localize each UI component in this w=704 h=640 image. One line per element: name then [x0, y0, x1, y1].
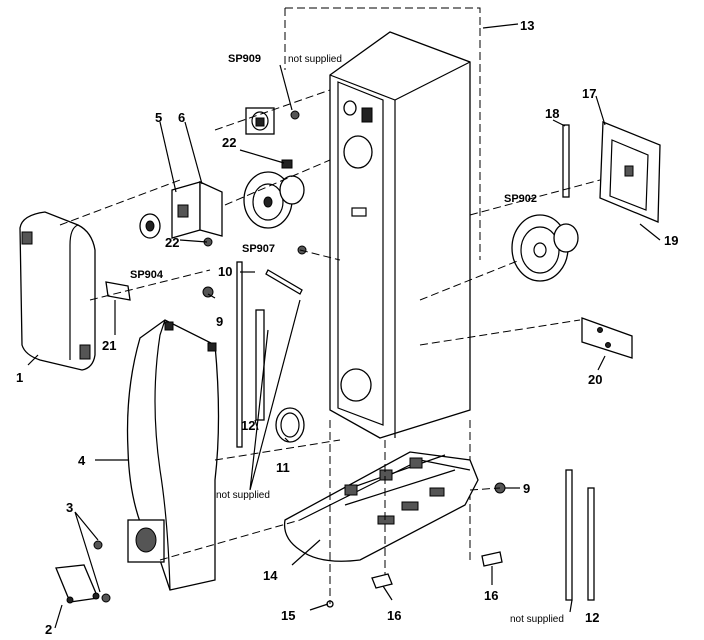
port-ring: [275, 407, 305, 443]
label-20: 20: [588, 372, 602, 387]
label-3: 3: [66, 500, 73, 515]
label-plate: [105, 281, 131, 301]
label-12-bottom: 12: [585, 610, 599, 625]
screw-9a: [202, 286, 214, 298]
label-22-top: 22: [222, 135, 236, 150]
label-5: 5: [155, 110, 162, 125]
label-sp909: SP909: [228, 53, 261, 65]
base-plate: [283, 451, 479, 562]
label-sp907: SP907: [242, 243, 275, 255]
label-9-right: 9: [523, 481, 530, 496]
strip-12-bottom-b: [587, 487, 595, 601]
screw-3a: [93, 540, 103, 550]
label-19: 19: [664, 233, 678, 248]
back-panel: [599, 121, 661, 223]
clip-16b: [481, 551, 503, 567]
note-not-supplied-mid: not supplied: [216, 490, 270, 501]
tweeter-sp904: [139, 213, 161, 239]
woofer-sp902: [511, 214, 579, 282]
label-4: 4: [78, 453, 86, 468]
alignment-lines: [59, 89, 601, 604]
label-2: 2: [45, 622, 52, 637]
midrange-sp907: [243, 171, 305, 229]
note-not-supplied-top: not supplied: [288, 54, 342, 65]
rod-10: [236, 261, 243, 448]
label-21: 21: [102, 338, 116, 353]
label-9-left: 9: [216, 314, 223, 329]
screw-3b: [101, 593, 111, 603]
label-14: 14: [263, 568, 278, 583]
foam-strip: [562, 124, 570, 198]
front-grille: [19, 211, 96, 371]
label-22-bottom: 22: [165, 235, 179, 250]
terminal-plate: [581, 317, 633, 359]
cabinet-group-outline: [285, 7, 481, 560]
tweeter-sp909: [245, 107, 275, 135]
leader-lines: [27, 23, 661, 629]
note-not-supplied-bottom: not supplied: [510, 614, 564, 625]
mounting-bracket: [171, 180, 223, 239]
label-13: 13: [520, 18, 534, 33]
main-cabinet: [329, 31, 471, 439]
label-sp902: SP902: [504, 193, 537, 205]
label-sp904: SP904: [130, 269, 164, 281]
clip-22: [281, 159, 293, 169]
label-6: 6: [178, 110, 185, 125]
foot-block: [55, 564, 100, 604]
side-panel: [126, 319, 220, 591]
label-10: 10: [218, 264, 232, 279]
label-12-mid: 12: [241, 418, 255, 433]
rod-diagonal: [265, 269, 303, 295]
label-16-right: 16: [484, 588, 498, 603]
label-16-left: 16: [387, 608, 401, 623]
label-1: 1: [16, 370, 23, 385]
screw-top: [290, 110, 300, 120]
label-11: 11: [276, 460, 290, 475]
strip-12-bottom-a: [565, 469, 573, 601]
clip-16a: [371, 573, 393, 589]
label-15: 15: [281, 608, 295, 623]
label-18: 18: [545, 106, 559, 121]
label-17: 17: [582, 86, 596, 101]
